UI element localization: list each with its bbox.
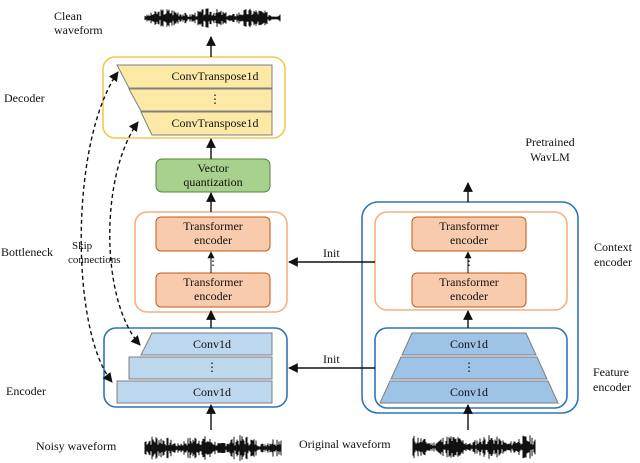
feature-encoder-label-line1: Feature: [593, 365, 629, 379]
wavlm-conv1d-middle: [390, 356, 548, 380]
wavlm-transformer-dots: ⋮: [463, 254, 475, 268]
original-waveform-icon: [412, 435, 536, 459]
conv1d-dots: ⋮: [206, 360, 218, 374]
wavlm-transformer-bottom-line1: Transformer: [439, 275, 499, 289]
original-waveform-label: Original waveform: [299, 437, 391, 451]
clean-waveform-icon: [144, 8, 281, 28]
noisy-waveform-label: Noisy waveform: [36, 439, 117, 453]
vector-quantization-block: [155, 158, 271, 193]
vq-label-line2: quantization: [183, 175, 243, 189]
encoder-label: Encoder: [6, 384, 46, 398]
transformer-block-top: [155, 216, 271, 252]
skip-connections-label-line2: connections: [68, 254, 121, 266]
vq-label-line1: Vector: [197, 161, 229, 175]
conv1d-top-label: Conv1d: [192, 337, 231, 351]
clean-waveform-label-line1: Clean: [54, 9, 82, 23]
context-encoder-label-line2: encoder: [594, 255, 632, 269]
bottleneck-label: Bottleneck: [1, 245, 53, 259]
transformer-bottom-line1: Transformer: [183, 275, 243, 289]
wavlm-conv1d-bottom: [379, 380, 559, 404]
wavlm-transformer-top-line2: encoder: [450, 233, 488, 247]
init-top-label: Init: [323, 246, 340, 260]
conv-transpose-bottom: [140, 111, 273, 136]
wavlm-conv1d-top: [401, 332, 537, 356]
skip-connection-inner: [109, 121, 141, 346]
transformer-dots: ⋮: [207, 254, 219, 268]
init-bottom-label: Init: [323, 352, 340, 366]
skip-connections-label-line1: Skip: [72, 240, 93, 252]
transformer-top-line1: Transformer: [183, 219, 243, 233]
wavlm-transformer-top-line1: Transformer: [439, 219, 499, 233]
pretrained-wavlm-label-line2: WavLM: [530, 150, 570, 164]
wavlm-conv1d-bottom-label: Conv1d: [449, 385, 488, 399]
transformer-top-line2: encoder: [194, 233, 232, 247]
conv1d-top: [140, 332, 273, 356]
transformer-block-bottom: [155, 272, 271, 308]
skip-connection-outer: [80, 71, 119, 383]
wavlm-conv1d-top-label: Conv1d: [449, 337, 488, 351]
feature-encoder-label-line2: encoder: [593, 380, 631, 394]
clean-waveform-label-line2: waveform: [54, 23, 103, 37]
context-encoder-label-line1: Context: [594, 240, 632, 254]
wavlm-transformer-top: [411, 216, 527, 252]
wavlm-conv1d-dots: ⋮: [463, 360, 475, 374]
wavlm-transformer-bottom-line2: encoder: [450, 289, 488, 303]
wavlm-transformer-bottom: [411, 272, 527, 308]
pretrained-wavlm-label-line1: Pretrained: [525, 135, 575, 149]
transformer-bottom-line2: encoder: [194, 289, 232, 303]
conv-transpose-bottom-label: ConvTranspose1d: [171, 116, 259, 130]
conv-transpose-top-label: ConvTranspose1d: [171, 69, 259, 83]
conv-transpose-dots: ⋮: [209, 92, 221, 106]
noisy-waveform-icon: [144, 435, 282, 461]
conv-transpose-middle: [128, 88, 273, 112]
decoder-label: Decoder: [4, 91, 45, 105]
conv-transpose-top: [116, 64, 273, 89]
conv1d-bottom-label: Conv1d: [192, 385, 231, 399]
conv1d-middle: [128, 356, 273, 380]
conv1d-bottom: [116, 380, 273, 404]
